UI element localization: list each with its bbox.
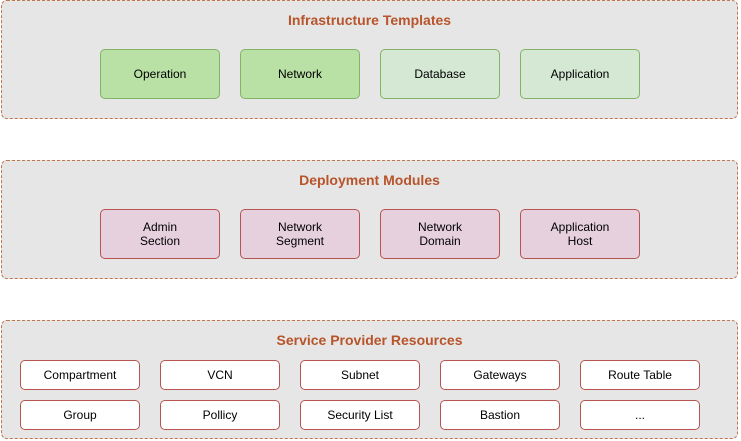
module-network-segment-label: Network Segment [275, 220, 325, 248]
resource-compartment[interactable]: Compartment [20, 360, 140, 390]
module-network-domain[interactable]: Network Domain [380, 209, 500, 259]
template-database-label: Database [414, 67, 466, 81]
resource-group-label: Group [63, 408, 97, 422]
module-network-domain-label: Network Domain [417, 220, 462, 248]
resource-bastion-label: Bastion [479, 408, 521, 422]
resource-more[interactable]: ... [580, 400, 700, 430]
resource-gateways-label: Gateways [473, 368, 527, 382]
resource-vcn[interactable]: VCN [160, 360, 280, 390]
resource-group[interactable]: Group [20, 400, 140, 430]
template-operation-label: Operation [133, 67, 187, 81]
module-application-host[interactable]: Application Host [520, 209, 640, 259]
template-application-label: Application [550, 67, 610, 81]
resource-security-list-label: Security List [327, 408, 393, 422]
resource-subnet[interactable]: Subnet [300, 360, 420, 390]
module-network-segment[interactable]: Network Segment [240, 209, 360, 259]
resource-route-table-label: Route Table [608, 368, 672, 382]
resource-pollicy[interactable]: Pollicy [160, 400, 280, 430]
template-operation[interactable]: Operation [100, 49, 220, 99]
template-database[interactable]: Database [380, 49, 500, 99]
template-network-label: Network [277, 67, 322, 81]
resource-pollicy-label: Pollicy [202, 408, 238, 422]
service-provider-resources-title: Service Provider Resources [276, 332, 463, 348]
resource-subnet-label: Subnet [340, 368, 380, 382]
resource-vcn-label: VCN [207, 368, 233, 382]
resource-gateways[interactable]: Gateways [440, 360, 560, 390]
module-admin-section-label: Admin Section [139, 220, 181, 248]
module-admin-section[interactable]: Admin Section [100, 209, 220, 259]
template-application[interactable]: Application [520, 49, 640, 99]
template-network[interactable]: Network [240, 49, 360, 99]
infrastructure-templates-title: Infrastructure Templates [287, 12, 452, 28]
resource-more-label: ... [634, 408, 645, 422]
resource-route-table[interactable]: Route Table [580, 360, 700, 390]
resource-security-list[interactable]: Security List [300, 400, 420, 430]
resource-bastion[interactable]: Bastion [440, 400, 560, 430]
deployment-modules-title: Deployment Modules [299, 172, 440, 188]
resource-compartment-label: Compartment [43, 368, 117, 382]
module-application-host-label: Application Host [550, 220, 610, 248]
